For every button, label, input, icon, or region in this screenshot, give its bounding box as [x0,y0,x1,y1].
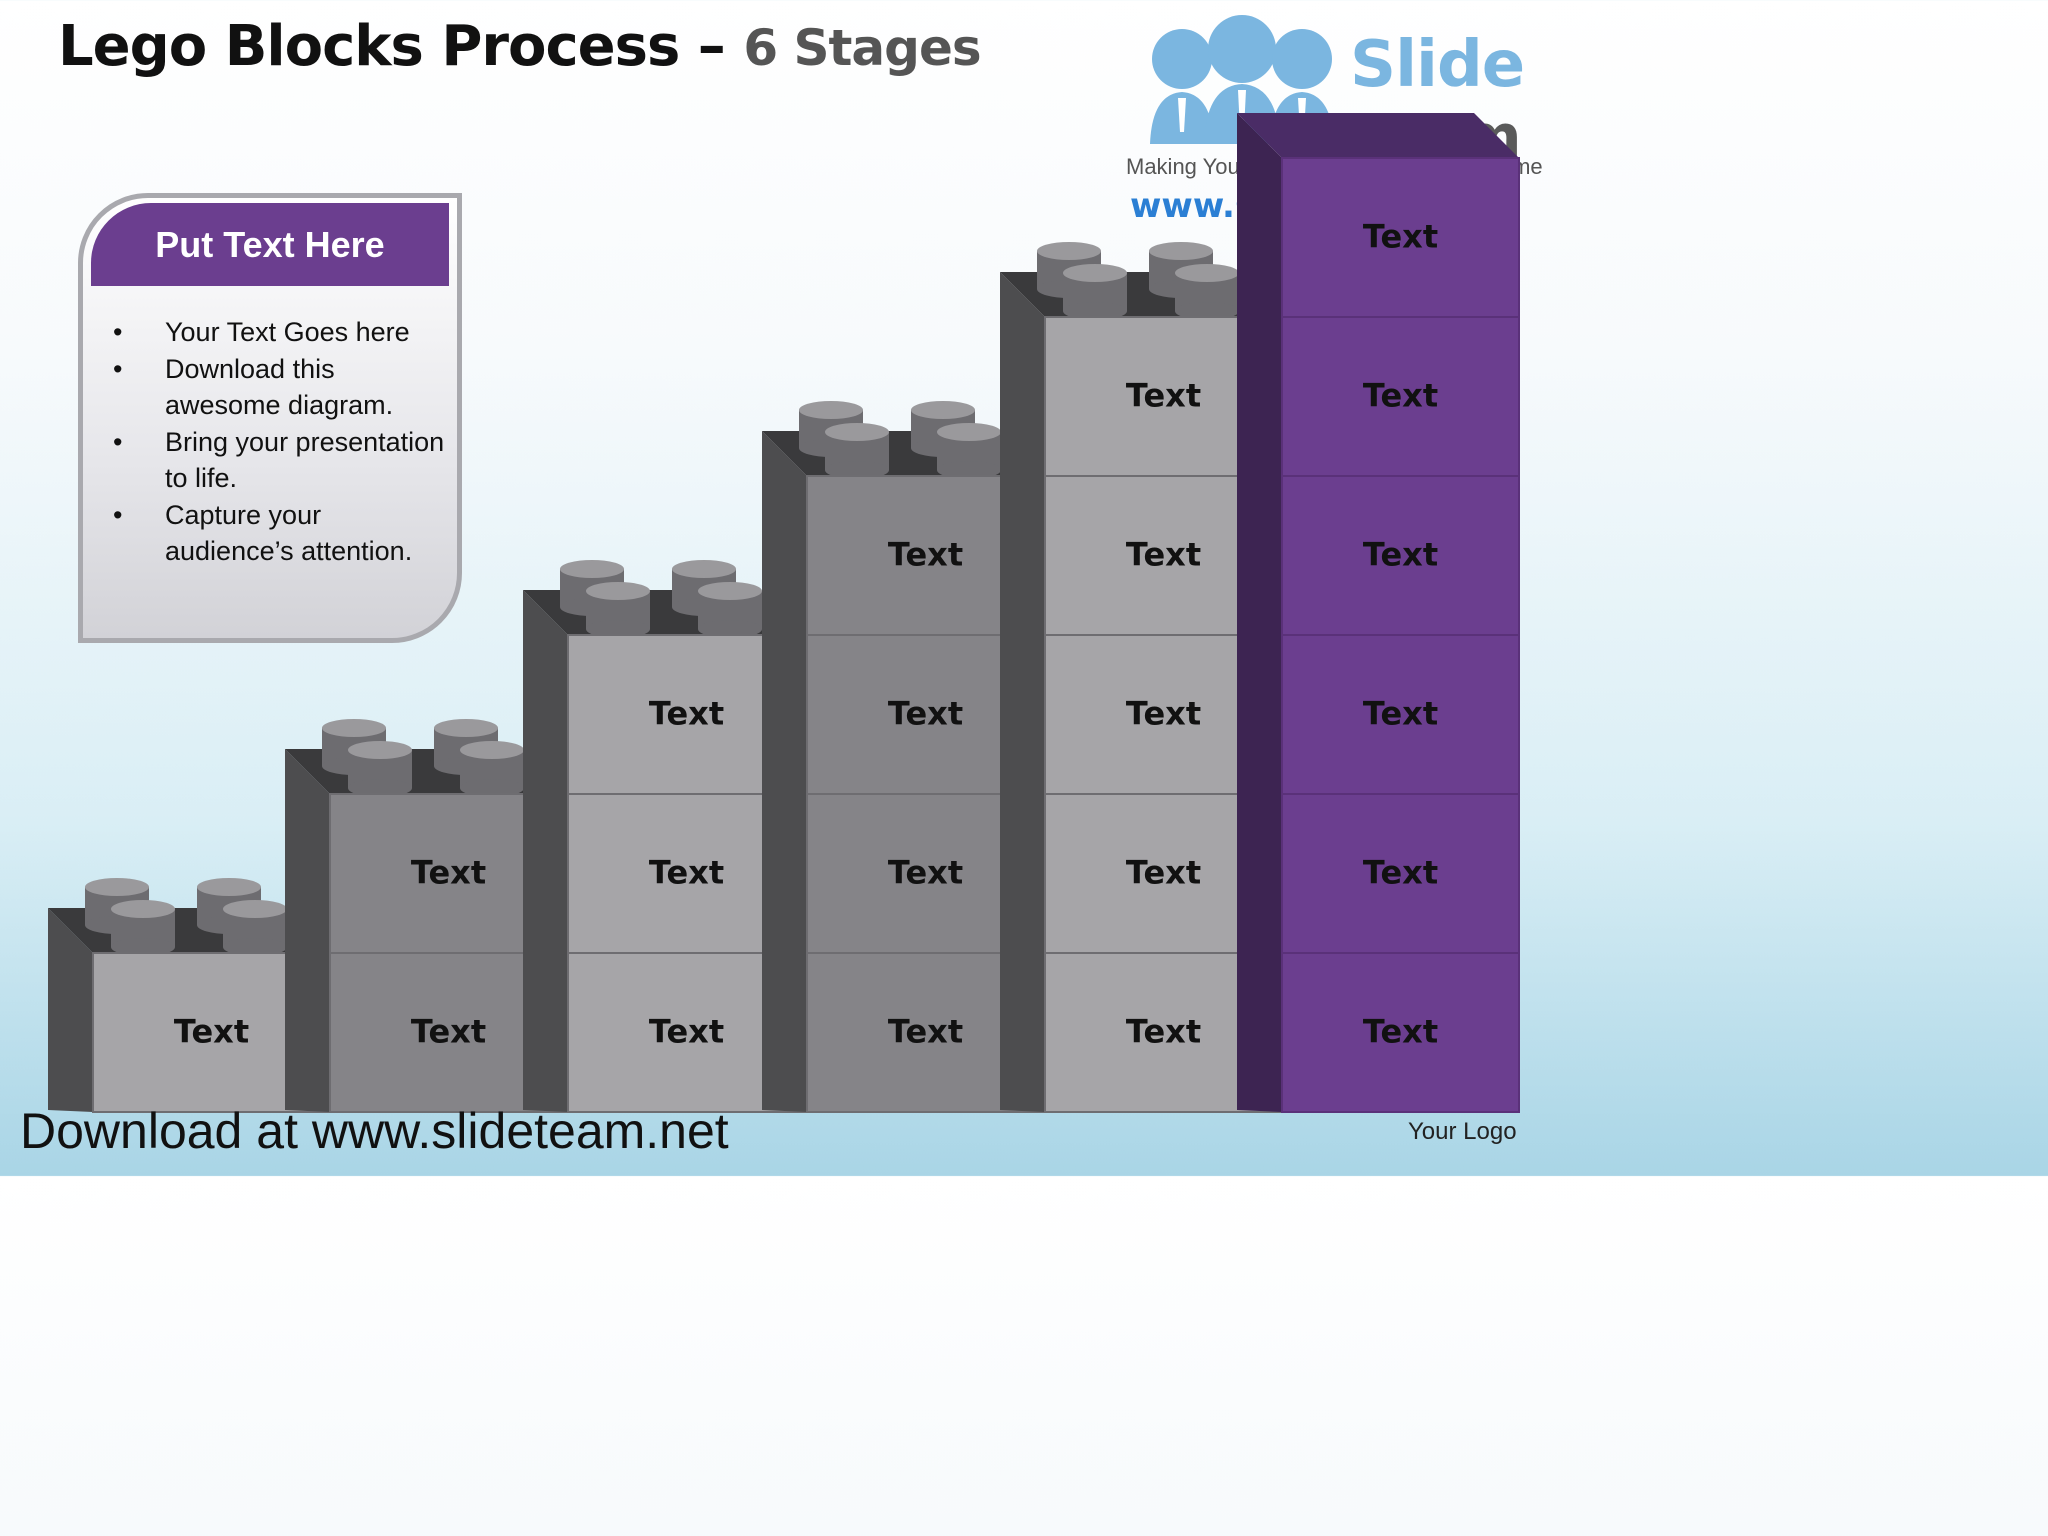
stage-5-block-label: Text [1126,854,1201,892]
stage-4-block-label: Text [888,695,963,733]
stage-6-block-label: Text [1363,854,1438,892]
stage-6-block [1281,475,1520,636]
stage-6-block-label: Text [1363,695,1438,733]
your-logo-label: Your Logo [1408,1118,1517,1145]
stage-5-block-label: Text [1126,1013,1201,1051]
bullet-item: Download this awesome diagram. [113,351,453,424]
stage-6-block [1281,316,1520,477]
text-callout-box: Put Text Here Your Text Goes here Downlo… [78,193,462,643]
stage-2-side-face [285,749,330,1112]
stage-1-studs [85,878,287,956]
stage-5-block-label: Text [1126,695,1201,733]
stage-5-block-label: Text [1126,377,1201,415]
stage-6-block-label: Text [1363,1013,1438,1051]
stage-6-block [1281,793,1520,954]
stage-6-block [1281,634,1520,795]
stage-6-block-label: Text [1363,218,1438,256]
bullet-item: Capture your audience’s attention. [113,497,453,570]
stage-4-side-face [762,431,807,1112]
stage-3-block-label: Text [649,1013,724,1051]
stage-5-side-face [1000,272,1045,1112]
logo-word-slide: Slide [1350,28,1525,102]
stage-6-block-label: Text [1363,536,1438,574]
stage-2-block-label: Text [411,1013,486,1051]
bullet-item: Bring your presentation to life. [113,424,453,497]
stage-4-studs [799,401,1001,479]
stage-4-block-label: Text [888,536,963,574]
stage-1-side-face [48,908,93,1112]
title-main: Lego Blocks Process – [58,14,726,79]
page-title: Lego Blocks Process – 6 Stages [58,14,982,79]
title-sub: 6 Stages [743,19,981,77]
download-footer: Download at www.slideteam.net [20,1103,729,1159]
stage-6-block [1281,157,1520,318]
stage-4-block-label: Text [888,854,963,892]
stage-6-side-face [1237,113,1282,1112]
stage-6-block-label: Text [1363,377,1438,415]
callout-heading: Put Text Here [91,203,449,286]
callout-bullet-list: Your Text Goes here Download this awesom… [113,314,453,570]
stage-1-block-label: Text [174,1013,249,1051]
stage-6-block [1281,952,1520,1113]
stage-5-studs [1037,242,1239,320]
stage-3-block-label: Text [649,854,724,892]
stage-3-studs [560,560,762,638]
stage-3-side-face [523,590,568,1112]
stage-2-studs [322,719,524,797]
stage-4-block-label: Text [888,1013,963,1051]
bullet-item: Your Text Goes here [113,314,453,351]
stage-6-top-face [1237,113,1519,158]
stage-1-column: Text [48,878,331,1113]
stage-3-block-label: Text [649,695,724,733]
stage-2-block-label: Text [411,854,486,892]
stage-5-block-label: Text [1126,536,1201,574]
